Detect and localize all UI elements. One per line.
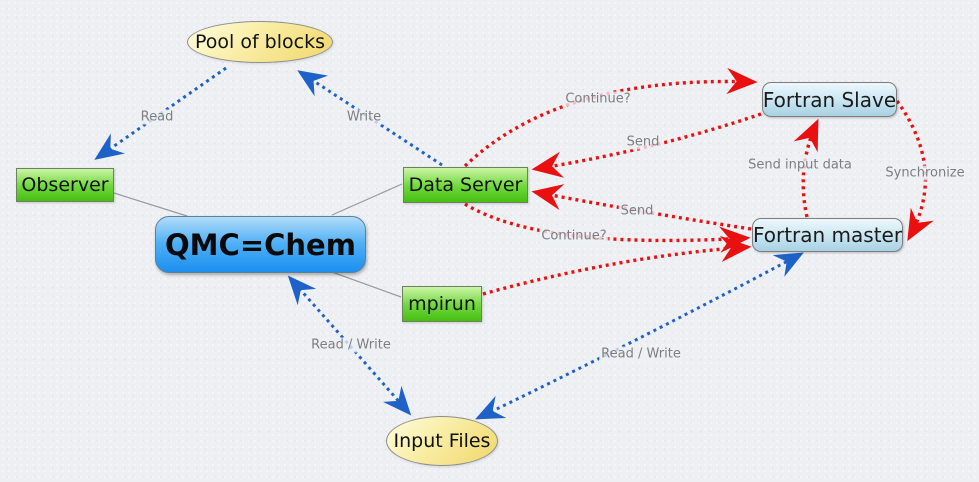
edge-label-send-slave: Send <box>624 134 662 150</box>
edge-label-write: Write <box>344 109 384 125</box>
edge-label-send-input-data: Send input data <box>746 157 854 173</box>
edge-label-continue-bottom: Continue? <box>539 228 609 244</box>
edge-label-read-write-right: Read / Write <box>599 346 683 362</box>
edge-label-synchronize: Synchronize <box>883 165 967 181</box>
node-fortran-slave-label: Fortran Slave <box>762 87 897 112</box>
edge-label-continue-top: Continue? <box>563 91 633 107</box>
node-mpirun-label: mpirun <box>408 293 476 315</box>
link-qmcchem-mpirun <box>331 271 402 298</box>
edge-readwrite-master-inputfiles <box>475 252 804 420</box>
link-observer-qmcchem <box>113 192 188 217</box>
link-qmcchem-dataserver <box>331 183 403 216</box>
edge-label-read-write-left: Read / Write <box>309 337 393 353</box>
edge-label-read: Read <box>138 109 176 125</box>
node-fortran-master-label: Fortran master <box>752 223 903 247</box>
node-input-files: Input Files <box>386 416 498 466</box>
node-qmc-chem: QMC=Chem <box>155 216 366 273</box>
edge-continue-dataserver-slave <box>463 67 758 168</box>
node-observer: Observer <box>16 168 114 202</box>
node-fortran-master: Fortran master <box>752 218 903 252</box>
node-data-server-label: Data Server <box>408 174 523 196</box>
node-pool-of-blocks-label: Pool of blocks <box>194 31 325 53</box>
edge-label-send-master: Send <box>618 203 656 219</box>
node-mpirun: mpirun <box>402 286 482 322</box>
node-observer-label: Observer <box>21 174 109 196</box>
node-input-files-label: Input Files <box>393 430 491 452</box>
edge-mpirun-master <box>482 235 752 296</box>
node-pool-of-blocks: Pool of blocks <box>187 21 333 63</box>
node-data-server: Data Server <box>403 167 528 203</box>
node-qmc-chem-label: QMC=Chem <box>165 227 356 262</box>
edge-sendinputdata-master-slave <box>793 118 819 218</box>
edge-synchronize-slave-master <box>895 100 934 242</box>
node-fortran-slave: Fortran Slave <box>762 82 897 117</box>
